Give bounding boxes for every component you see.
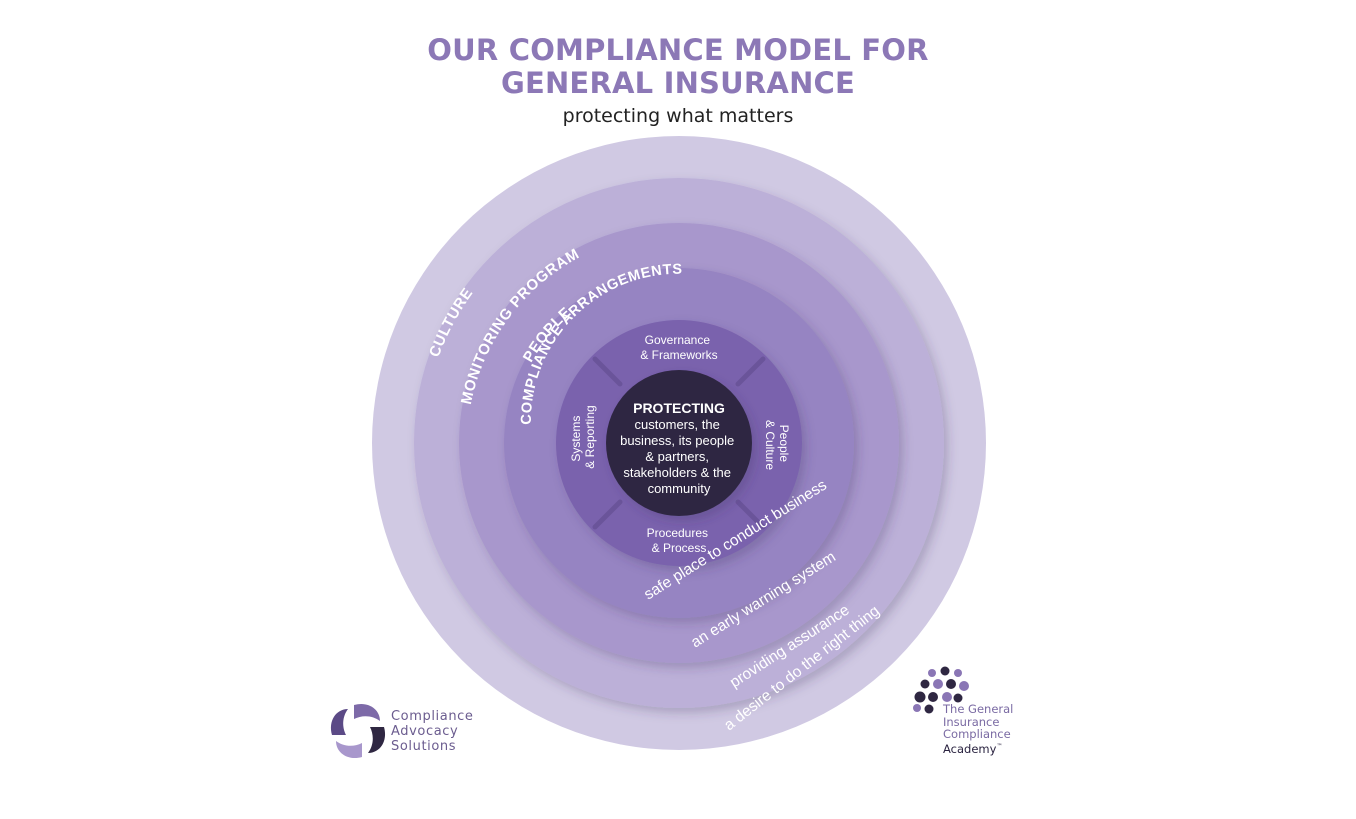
logo-right-academy: Academy [943, 741, 997, 756]
logo-left-line-2: Advocacy [391, 724, 459, 739]
logo-right-line-3: Compliance [943, 727, 1011, 741]
logo-right-line-2: Insurance [943, 714, 1000, 729]
core-circle [606, 370, 752, 516]
quadrant-bottom: Procedures & Process [647, 526, 712, 555]
title-line-1: OUR COMPLIANCE MODEL FOR [427, 33, 929, 67]
compliance-advocacy-logo-text: Compliance Advocacy Solutions [391, 709, 474, 754]
compliance-advocacy-logo-icon [330, 703, 386, 759]
quadrant-right: People & Culture [763, 420, 791, 470]
core-text: customers, the business, its people & pa… [620, 417, 738, 496]
gi-compliance-academy-logo-icon [913, 666, 969, 714]
quadrant-top: Governance & Frameworks [640, 333, 717, 362]
page-title: OUR COMPLIANCE MODEL FOR GENERAL INSURAN… [0, 34, 1356, 100]
logo-left-line-1: Compliance [391, 709, 474, 724]
gi-compliance-academy-logo-text: The General Insurance Compliance Academy… [943, 703, 1013, 755]
title-line-2: GENERAL INSURANCE [500, 66, 856, 100]
logo-right-line-1: The General [943, 702, 1014, 716]
page-subtitle: protecting what matters [562, 105, 794, 127]
quadrant-dividers [592, 356, 766, 530]
logo-right-trademark: ™ [996, 742, 1003, 750]
logo-left-line-3: Solutions [391, 739, 457, 754]
core-heading: PROTECTING [633, 400, 725, 416]
logo-right-line-4: Academy™ [943, 741, 1013, 755]
quadrant-left: Systems & Reporting [569, 405, 597, 468]
